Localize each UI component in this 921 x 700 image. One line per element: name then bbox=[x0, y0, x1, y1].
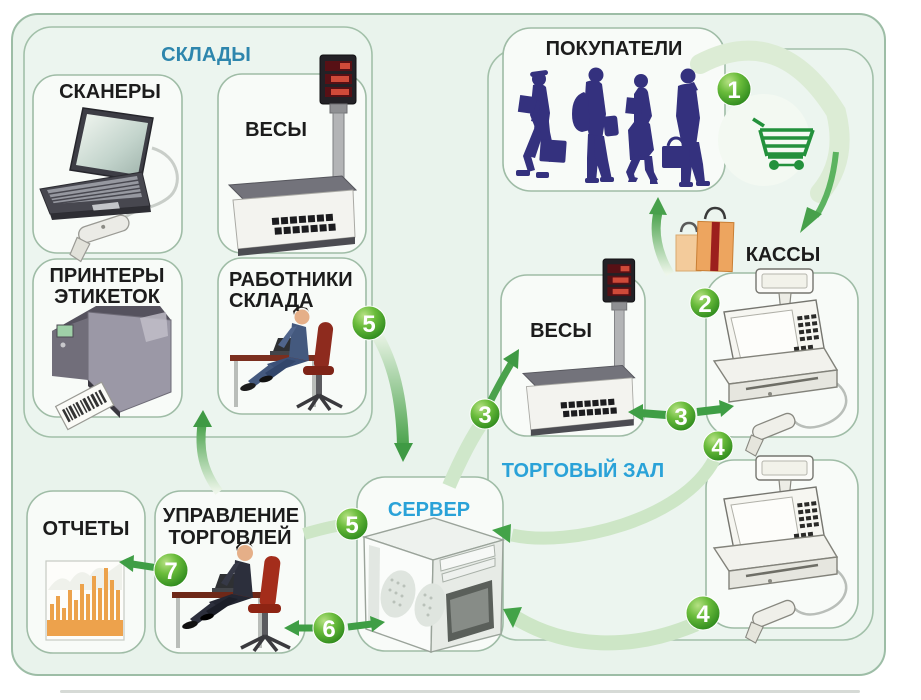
svg-text:1: 1 bbox=[727, 77, 740, 104]
svg-text:2: 2 bbox=[698, 291, 711, 318]
svg-text:3: 3 bbox=[674, 404, 687, 431]
svg-text:УПРАВЛЕНИЕ: УПРАВЛЕНИЕ bbox=[163, 505, 299, 527]
svg-text:4: 4 bbox=[696, 601, 710, 628]
svg-text:4: 4 bbox=[711, 434, 725, 461]
svg-text:ВЕСЫ: ВЕСЫ bbox=[530, 320, 592, 342]
svg-text:3: 3 bbox=[478, 402, 491, 429]
svg-text:ЭТИКЕТОК: ЭТИКЕТОК bbox=[54, 286, 161, 308]
svg-text:ТОРГОВЛЕЙ: ТОРГОВЛЕЙ bbox=[169, 525, 292, 549]
svg-text:РАБОТНИКИ: РАБОТНИКИ bbox=[229, 269, 353, 291]
svg-text:СКАНЕРЫ: СКАНЕРЫ bbox=[59, 81, 161, 103]
svg-text:ПОКУПАТЕЛИ: ПОКУПАТЕЛИ bbox=[546, 38, 683, 60]
svg-text:СКЛАДЫ: СКЛАДЫ bbox=[161, 44, 251, 66]
svg-text:5: 5 bbox=[345, 512, 358, 539]
svg-text:5: 5 bbox=[362, 311, 375, 338]
svg-text:СКЛАДА: СКЛАДА bbox=[229, 290, 314, 312]
svg-text:ТОРГОВЫЙ ЗАЛ: ТОРГОВЫЙ ЗАЛ bbox=[502, 458, 664, 482]
svg-text:СЕРВЕР: СЕРВЕР bbox=[388, 499, 470, 521]
svg-text:6: 6 bbox=[322, 616, 335, 643]
svg-text:7: 7 bbox=[164, 558, 177, 585]
svg-text:ВЕСЫ: ВЕСЫ bbox=[245, 119, 307, 141]
svg-text:ОТЧЕТЫ: ОТЧЕТЫ bbox=[43, 518, 130, 540]
svg-text:ПРИНТЕРЫ: ПРИНТЕРЫ bbox=[49, 265, 164, 287]
svg-text:КАССЫ: КАССЫ bbox=[746, 244, 821, 266]
